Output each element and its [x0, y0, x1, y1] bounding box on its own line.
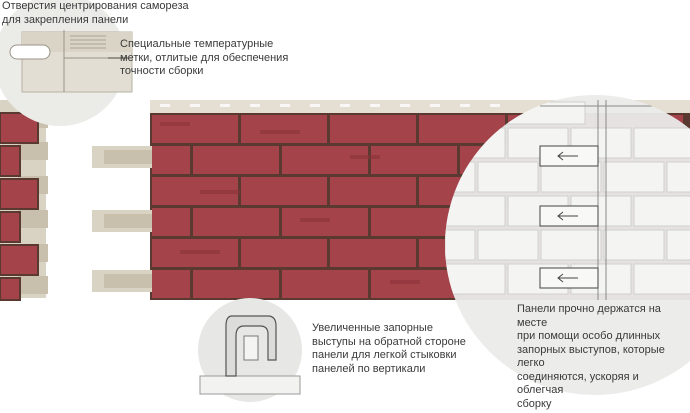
lens-screw-holes [0, 0, 133, 126]
callout-panels-hold: Панели прочно держатся на месте при помо… [517, 303, 665, 410]
callout-screw-holes: Отверстия центрирования самореза для зак… [2, 0, 189, 26]
left-panel-fragment [0, 100, 48, 301]
callout-temperature-marks: Специальные температурные метки, отлитые… [120, 38, 289, 77]
callout-enlarged-locks: Увеличенные запорные выступы на обратной… [312, 322, 466, 375]
lens-enlarged-locks [198, 298, 302, 402]
